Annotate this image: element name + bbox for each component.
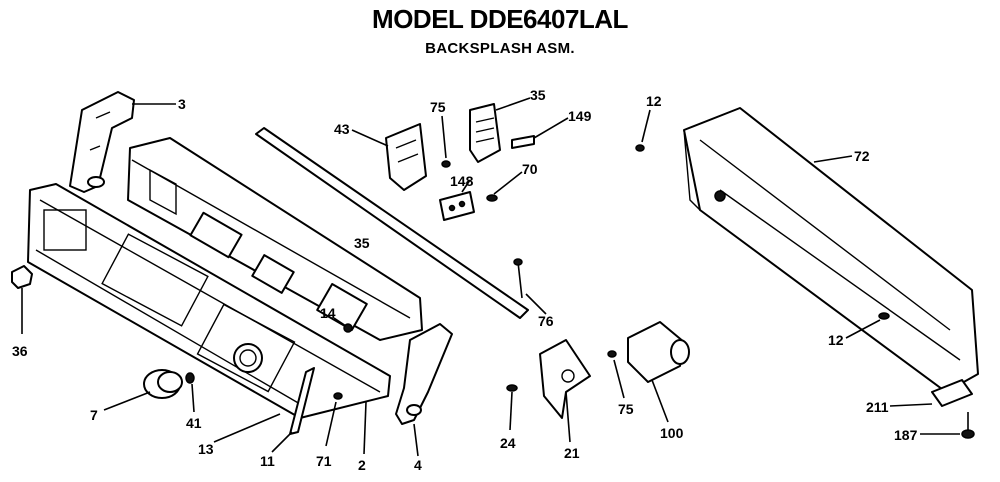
callout-35-strip: 35 xyxy=(354,235,370,251)
callout-70: 70 xyxy=(522,161,538,177)
callout-7: 7 xyxy=(90,407,98,423)
part-screw-70 xyxy=(486,194,498,202)
part-end-cap-right xyxy=(395,323,453,425)
part-screw-71 xyxy=(333,392,343,400)
callout-36: 36 xyxy=(12,343,28,359)
part-control-panel xyxy=(27,183,391,419)
part-clip-12-top xyxy=(635,144,645,152)
callout-149: 149 xyxy=(568,108,592,124)
part-spring-41 xyxy=(185,372,195,384)
callout-71: 71 xyxy=(316,453,332,469)
callout-4: 4 xyxy=(414,457,422,473)
callout-75-top: 75 xyxy=(430,99,446,115)
part-screw-149 xyxy=(511,135,535,149)
callout-24: 24 xyxy=(500,435,516,451)
part-screw-76 xyxy=(513,258,523,299)
callout-11: 11 xyxy=(260,453,275,469)
part-backsplash-housing xyxy=(127,137,423,341)
part-rear-shell xyxy=(683,107,979,393)
page-subtitle: BACKSPLASH ASM. xyxy=(425,40,575,57)
part-clip-12-lower xyxy=(878,312,890,320)
part-switch-bank xyxy=(469,103,501,163)
page-title: MODEL DDE6407LAL xyxy=(372,4,628,34)
part-knob-36 xyxy=(11,265,33,289)
part-knob-7 xyxy=(143,369,183,399)
part-screw-75-lower xyxy=(607,350,617,358)
part-trim-strip xyxy=(255,127,529,319)
callout-187: 187 xyxy=(894,427,918,443)
callout-3: 3 xyxy=(178,96,186,112)
callout-41: 41 xyxy=(186,415,202,431)
callout-14: 14 xyxy=(320,305,336,321)
part-rod-11 xyxy=(289,367,315,435)
callout-72: 72 xyxy=(854,148,870,164)
part-screw-75-top xyxy=(441,160,451,168)
callout-75-lower: 75 xyxy=(618,401,634,417)
part-end-cap-left xyxy=(69,91,135,193)
part-screw-187 xyxy=(961,412,975,439)
part-bracket-211 xyxy=(931,379,973,407)
part-screw-24 xyxy=(506,384,518,392)
callout-211: 211 xyxy=(866,399,889,415)
callout-12-top: 12 xyxy=(646,93,662,109)
callout-148: 148 xyxy=(450,173,474,189)
callout-35-top: 35 xyxy=(530,87,546,103)
callout-21: 21 xyxy=(564,445,580,461)
callout-12-lower: 12 xyxy=(828,332,844,348)
callout-76: 76 xyxy=(538,313,554,329)
callout-13: 13 xyxy=(198,441,214,457)
part-bracket xyxy=(385,123,427,191)
callout-2: 2 xyxy=(358,457,366,473)
part-control-board-21 xyxy=(539,339,591,419)
callout-43: 43 xyxy=(334,121,350,137)
callout-100: 100 xyxy=(660,425,684,441)
part-timer-100 xyxy=(627,321,690,383)
part-connector-148 xyxy=(439,191,475,221)
